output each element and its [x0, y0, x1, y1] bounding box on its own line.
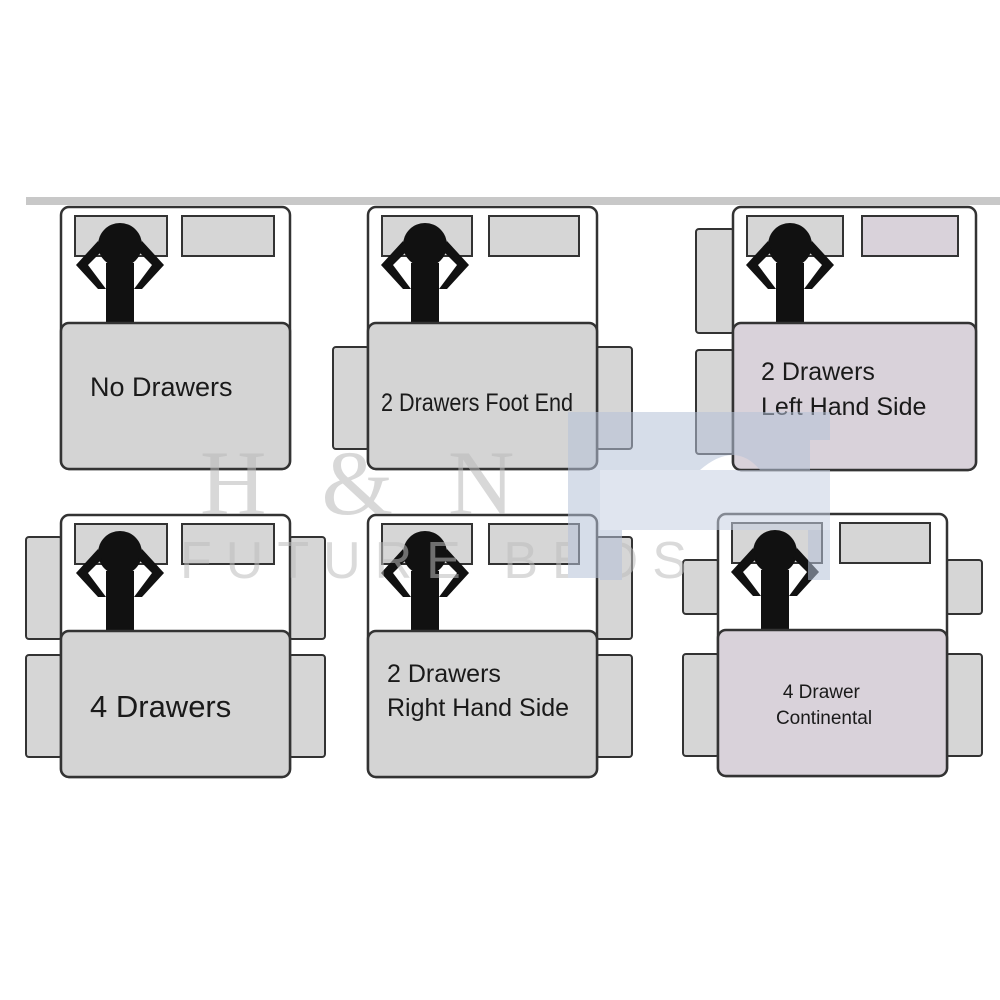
bed-label-line-1: 2 Drawers: [387, 660, 501, 688]
bed-label-line-1: 2 Drawers Foot End: [381, 389, 573, 417]
top-rule: [26, 197, 1000, 205]
pillow-right: [839, 522, 931, 564]
bed-label: 2 Drawers Right Hand Side: [387, 660, 569, 722]
bed-label: 4 Drawers: [90, 689, 231, 724]
brand-watermark: H & N FUTURE BEDS: [180, 412, 830, 590]
pillow-right: [488, 215, 580, 257]
duvet: [59, 629, 292, 779]
sleeper-icon: [731, 530, 819, 632]
duvet: [59, 321, 292, 471]
sleeper-icon: [746, 223, 834, 325]
bed-label: No Drawers: [90, 372, 233, 402]
duvet: [366, 629, 599, 779]
bed-4-drawer-continental: 4 Drawer Continental: [682, 512, 983, 778]
sleeper-icon: [381, 531, 469, 633]
pillow-right: [181, 523, 275, 565]
drawer-left-lower: [682, 653, 720, 757]
bed-label-line-1: No Drawers: [90, 372, 233, 402]
drawer-right-upper: [945, 559, 983, 615]
duvet: [716, 628, 949, 778]
sleeper-icon: [76, 531, 164, 633]
bed-2-drawers-right-hand-side: 2 Drawers Right Hand Side: [366, 513, 633, 779]
drawer-lower: [595, 654, 633, 758]
bed-no-drawers: No Drawers: [59, 205, 292, 471]
sleeper-icon: [76, 223, 164, 325]
bed-4-drawers: 4 Drawers: [25, 513, 326, 779]
watermark-tagline-text: FUTURE BEDS: [180, 532, 701, 590]
bed-label: 2 Drawers Foot End: [381, 389, 573, 417]
drawer-left-upper: [25, 536, 63, 640]
bed-label: 4 Drawer Continental: [776, 682, 872, 729]
drawer-right-lower: [945, 653, 983, 757]
bed-logo-icon: [568, 412, 830, 580]
bed-label-line-1: 2 Drawers: [761, 358, 875, 386]
pillow-right: [181, 215, 275, 257]
bed-label-line-2: Right Hand Side: [387, 694, 569, 722]
drawer-right-lower: [288, 654, 326, 758]
bed-label-line-2: Continental: [776, 708, 872, 729]
duvet: [366, 321, 599, 471]
drawer-upper: [695, 228, 735, 334]
watermark-brand-text: H & N: [200, 432, 530, 534]
bed-label-line-1: 4 Drawer: [783, 682, 861, 703]
bed-label-line-1: 4 Drawers: [90, 689, 231, 724]
pillow-right: [488, 523, 580, 565]
sleeper-icon: [381, 223, 469, 325]
drawer-left-lower: [25, 654, 63, 758]
bed-2-drawers-foot-end: 2 Drawers Foot End: [332, 205, 633, 471]
pillow-right: [861, 215, 959, 257]
